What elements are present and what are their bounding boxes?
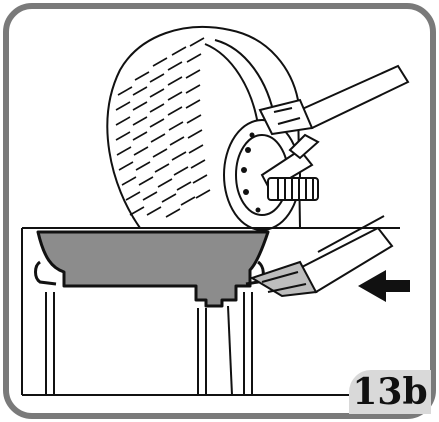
outer-frame — [3, 3, 436, 419]
tire-lever-icon — [258, 64, 410, 136]
rim-section-icon — [34, 230, 270, 308]
tire-lever-section-icon — [249, 215, 394, 298]
section-frame — [21, 227, 400, 396]
section-walls — [45, 292, 253, 396]
figure-label: 13b — [349, 370, 431, 414]
arrow-right-to-left-icon — [358, 270, 410, 302]
spindle-icon — [260, 133, 320, 201]
